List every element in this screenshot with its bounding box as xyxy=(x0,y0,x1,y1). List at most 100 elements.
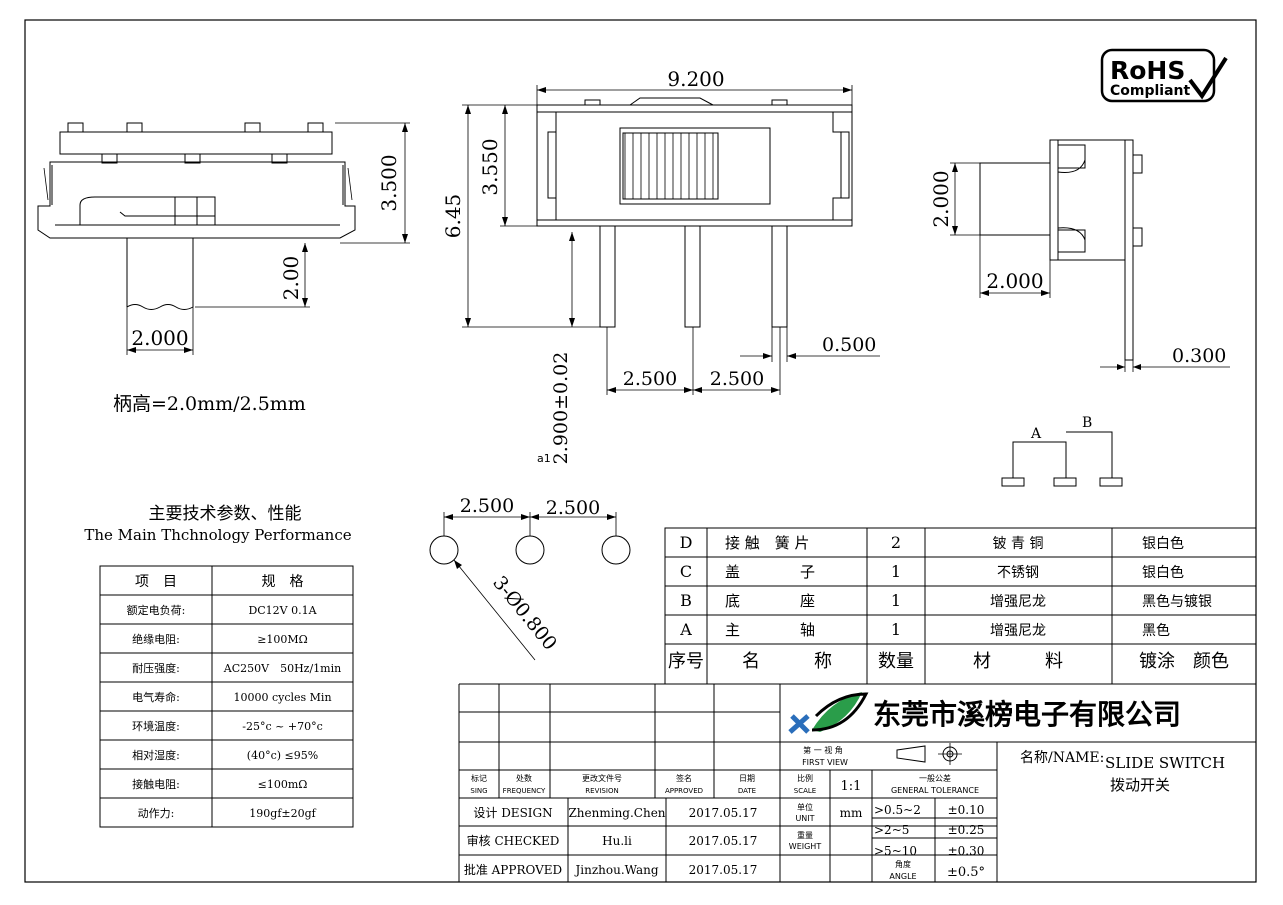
bom-row-finish: 黑色与镀银 xyxy=(1142,593,1212,610)
rev-header-en: FREQUENCY xyxy=(503,787,546,795)
unit-label-cn: 单位 xyxy=(797,802,813,812)
signature-name: Jinzhou.Wang xyxy=(573,863,658,877)
spec-row-label: 相对湿度: xyxy=(132,748,180,762)
bom-header-finish: 镀涂 颜色 xyxy=(1139,651,1229,672)
bom-row-index: B xyxy=(680,591,692,610)
rev-header-en: SING xyxy=(470,787,487,795)
rev-header-cn: 比例 xyxy=(797,773,813,783)
spec-row-label: 动作力: xyxy=(138,807,175,820)
right-handle-height-dim: 2.000 xyxy=(929,170,953,227)
signature-date: 2017.05.17 xyxy=(689,806,758,820)
tolerance-range: >5~10 xyxy=(874,844,917,858)
spec-header-spec: 规 格 xyxy=(262,574,304,590)
switch-schematic xyxy=(1001,431,1123,487)
side-width-dim: 9.200 xyxy=(667,67,724,91)
tolerance-range: >2~5 xyxy=(874,823,909,837)
bom-header-name: 名 称 xyxy=(742,651,832,672)
bom-row-material: 增强尼龙 xyxy=(990,594,1046,610)
tolerance-rows: >0.5~2 ±0.10 >2~5 ±0.25 >5~10 ±0.30 xyxy=(871,798,997,882)
spec-row-label: 环境温度: xyxy=(132,719,180,733)
right-view xyxy=(950,139,1230,372)
right-pin-thickness-dim: 0.300 xyxy=(1172,345,1226,367)
tolerance-value: ±0.25 xyxy=(948,823,985,837)
rohs-title: RoHS xyxy=(1110,56,1185,85)
tolerance-range: >0.5~2 xyxy=(874,803,921,817)
spec-row-label: 接触电阻: xyxy=(132,777,180,791)
pin-pitch-dim-2: 2.500 xyxy=(710,368,764,390)
bom-row-material: 铍 青 铜 xyxy=(993,536,1044,552)
signature-role: 设计 DESIGN xyxy=(473,806,552,820)
weight-label-en: WEIGHT xyxy=(789,842,822,851)
signature-role: 批准 APPROVED xyxy=(464,862,562,877)
spec-row-value: AC250V 50Hz/1min xyxy=(223,662,341,675)
spec-row-value: -25°c ~ +70°c xyxy=(242,720,322,733)
bom-header-material: 材 料 xyxy=(973,651,1063,672)
schematic-b-label: B xyxy=(1082,415,1092,431)
rev-header-cn: 签名 xyxy=(676,773,692,783)
view-label-cn: 第 一 视 角 xyxy=(803,745,843,755)
spec-row-label: 绝缘电阻: xyxy=(132,632,180,646)
rev-header-cn: 日期 xyxy=(739,774,755,783)
bom-header-qty: 数量 xyxy=(878,651,914,672)
spec-row-value: 190gf±20gf xyxy=(249,807,316,820)
rohs-logo xyxy=(1100,48,1228,103)
spec-title-en: The Main Thchnology Performance xyxy=(84,526,351,544)
spec-row-label: 电气寿命: xyxy=(132,690,180,704)
bom-row-name: 主 轴 xyxy=(725,621,815,639)
spec-title-cn: 主要技术参数、性能 xyxy=(149,504,302,524)
sheet-border xyxy=(24,19,1257,883)
tolerance-value: ±0.10 xyxy=(948,803,985,817)
spec-row-value: ≥100MΩ xyxy=(257,633,308,646)
company-name: 东莞市溪榜电子有限公司 xyxy=(873,698,1181,731)
angle-value: ±0.5° xyxy=(947,865,985,880)
pin-pitch-dim-1: 2.500 xyxy=(623,368,677,390)
rev-header-cn: 处数 xyxy=(516,773,532,783)
spec-row-label: 额定电负荷: xyxy=(127,603,186,617)
bom-row-qty: 1 xyxy=(891,591,901,610)
bom-row-qty: 2 xyxy=(891,533,901,552)
angle-label-en: ANGLE xyxy=(889,872,916,881)
signature-name: Hu.li xyxy=(602,834,632,848)
bom-row-index: A xyxy=(679,620,692,639)
right-handle-width-dim: 2.000 xyxy=(986,269,1043,293)
bom-row-finish: 银白色 xyxy=(1142,535,1184,552)
bom-row-finish: 银白色 xyxy=(1142,564,1184,581)
revision-headers: 标记SING处数FREQUENCY更改文件号REVISION签名APPROVED… xyxy=(470,773,816,795)
signature-date: 2017.05.17 xyxy=(689,863,758,877)
tolerance-header-cn: 一般公差 xyxy=(919,773,951,783)
bom-row-qty: 1 xyxy=(891,620,901,639)
pin-length-dim: 2.900±0.02 xyxy=(550,352,572,465)
weight-label-cn: 重量 xyxy=(797,830,813,840)
front-handle-width-dim: 2.000 xyxy=(131,326,188,350)
rev-header-cn: 标记 xyxy=(471,773,487,783)
spec-header-item: 项 目 xyxy=(135,574,177,590)
unit-label-en: UNIT xyxy=(795,814,814,823)
angle-label-cn: 角度 xyxy=(895,859,911,869)
bom-row-finish: 黑色 xyxy=(1142,622,1170,639)
name-label: 名称/NAME: xyxy=(1020,750,1104,766)
scale-value: 1:1 xyxy=(841,779,862,794)
spec-row-value: (40°c) ≤95% xyxy=(247,749,318,762)
rev-header-cn: 更改文件号 xyxy=(582,773,622,783)
bom-row-material: 增强尼龙 xyxy=(990,623,1046,639)
spec-table-frame xyxy=(99,565,354,828)
bom-header-index: 序号 xyxy=(668,651,704,672)
rev-header-en: SCALE xyxy=(794,787,816,795)
pin-width-dim: 0.500 xyxy=(822,334,876,356)
tolerance-value: ±0.30 xyxy=(948,844,985,858)
spec-row-label: 耐压强度: xyxy=(132,661,180,675)
handle-height-note: 柄高=2.0mm/2.5mm xyxy=(113,393,306,415)
bom-row-name: 盖 子 xyxy=(725,563,815,581)
side-view xyxy=(462,85,880,395)
spec-row-value: DC12V 0.1A xyxy=(248,604,317,617)
bom-row-index: C xyxy=(680,562,692,581)
hole-pitch-dim-2: 2.500 xyxy=(546,497,600,519)
bom-row-index: D xyxy=(680,533,693,552)
bom-row-name: 底 座 xyxy=(725,592,815,610)
part-name-cn: 拨动开关 xyxy=(1110,776,1170,794)
front-height-dim: 3.500 xyxy=(377,154,401,211)
side-total-height-dim: 6.45 xyxy=(441,194,465,239)
pcb-hole-layout xyxy=(429,512,631,661)
